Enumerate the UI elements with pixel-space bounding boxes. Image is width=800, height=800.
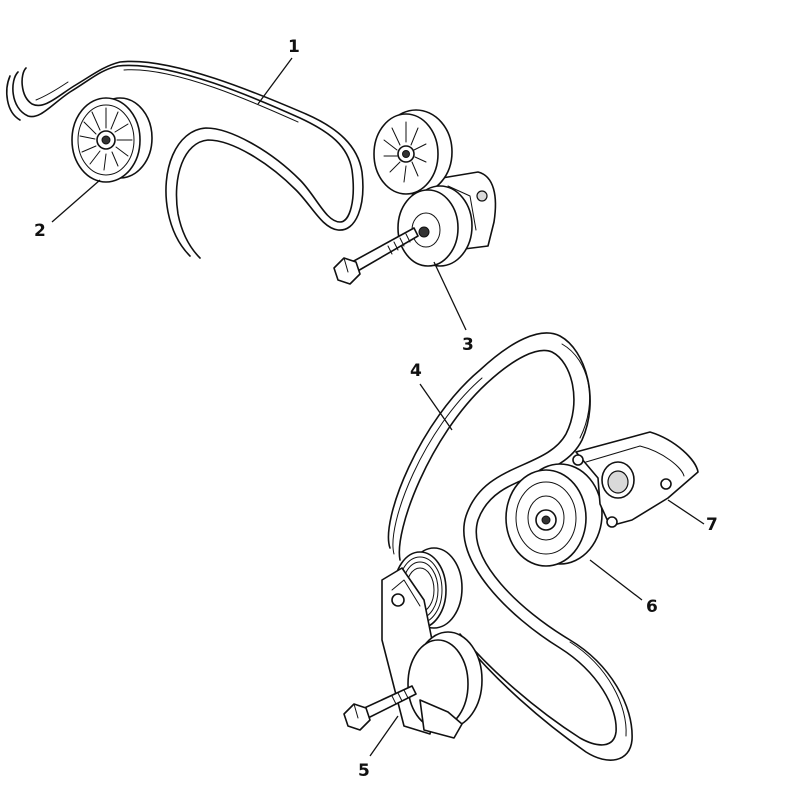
callout-label-3: 3 — [462, 335, 474, 355]
idler-pulley-lower — [505, 463, 603, 567]
lower-drive-belt — [387, 332, 633, 761]
callout-5: 5 — [358, 715, 399, 781]
callout-label-5: 5 — [358, 761, 370, 781]
tensioner-bolt-lower — [343, 685, 417, 731]
callout-label-1: 1 — [288, 37, 300, 57]
idler-pulley-upper — [71, 97, 153, 183]
tensioner-assembly-upper — [373, 109, 497, 267]
upper-drive-belt — [6, 60, 364, 259]
callout-2: 2 — [34, 179, 101, 241]
mounting-bracket — [572, 431, 699, 528]
callout-3: 3 — [433, 261, 474, 355]
callout-4: 4 — [410, 361, 453, 431]
callout-label-2: 2 — [34, 221, 46, 241]
callout-label-6: 6 — [646, 597, 658, 617]
tensioner-assembly-lower — [381, 547, 483, 739]
callout-1: 1 — [257, 37, 300, 105]
callout-label-4: 4 — [410, 361, 422, 381]
callout-7: 7 — [667, 499, 718, 535]
callout-label-7: 7 — [706, 515, 718, 535]
callout-6: 6 — [589, 559, 658, 617]
tensioner-bolt-upper — [333, 227, 419, 285]
